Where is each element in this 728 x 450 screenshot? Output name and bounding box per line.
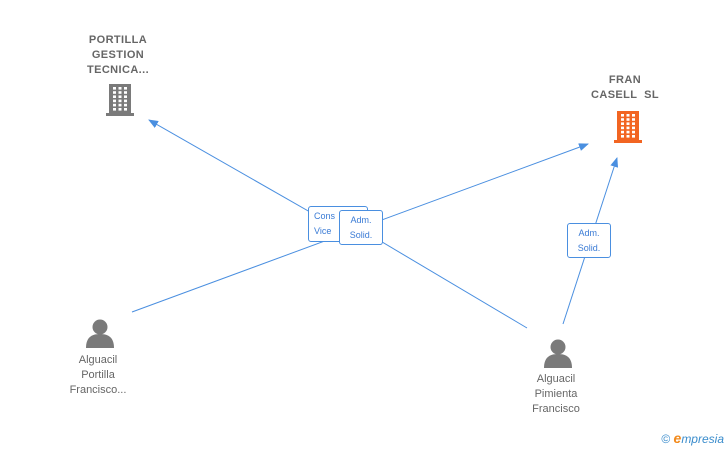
label-line: Portilla xyxy=(81,369,115,381)
building-window xyxy=(118,91,122,94)
label-line: FRAN xyxy=(608,74,642,86)
building-window xyxy=(124,95,127,98)
building-window xyxy=(113,103,116,107)
building-window xyxy=(124,87,127,90)
person-icon[interactable] xyxy=(86,319,114,349)
building-window xyxy=(118,103,122,107)
edge-label-line: Solid. xyxy=(349,230,373,240)
empresia-logo-e: e xyxy=(673,430,682,446)
edge-label-line: Adm. xyxy=(578,228,600,238)
person-label-alguacil-portilla[interactable]: Alguacil Portilla Francisco... xyxy=(48,353,148,398)
building-window xyxy=(124,108,127,111)
building-window xyxy=(626,126,630,130)
building-window xyxy=(632,130,635,134)
building-icon[interactable] xyxy=(106,84,134,116)
building-window xyxy=(626,122,630,125)
building-window xyxy=(118,87,122,90)
label-line: PORTILLA xyxy=(88,34,148,46)
building-window xyxy=(626,114,630,117)
building-window xyxy=(113,95,116,98)
building-window xyxy=(113,99,116,103)
building-window xyxy=(621,118,624,121)
building-window xyxy=(626,130,630,134)
label-line: Alguacil xyxy=(78,354,118,366)
label-line: Francisco... xyxy=(69,384,127,396)
building-window xyxy=(124,91,127,94)
edge-label-line: Adm. xyxy=(350,215,372,225)
label-line: CASELL SL xyxy=(591,89,659,101)
building-window xyxy=(118,99,122,103)
building-window xyxy=(113,91,116,94)
building-window xyxy=(621,135,624,138)
label-line: TECNICA... xyxy=(86,64,150,76)
label-line: Alguacil xyxy=(536,373,576,385)
company-label-portilla-gestion[interactable]: PORTILLA GESTION TECNICA... xyxy=(68,33,168,78)
building-window xyxy=(124,103,127,107)
label-line: GESTION xyxy=(91,49,145,61)
edge-label-line: Cons xyxy=(314,211,336,221)
building-window xyxy=(113,108,116,111)
edge-label-line: Solid. xyxy=(577,243,601,253)
edge-line-pimienta-center xyxy=(371,235,528,329)
company-label-fran-casell[interactable]: FRAN CASELL SL xyxy=(575,73,675,103)
copyright-icon: © xyxy=(661,432,671,446)
building-window xyxy=(632,135,635,138)
building-window xyxy=(118,95,122,98)
building-window xyxy=(621,122,624,125)
building-window xyxy=(626,118,630,121)
label-line: Francisco xyxy=(532,403,580,415)
building-window xyxy=(124,99,127,103)
building-window xyxy=(632,126,635,130)
building-window xyxy=(632,114,635,117)
building-window xyxy=(621,114,624,117)
empresia-footer[interactable]: © empresia xyxy=(661,430,724,446)
building-window xyxy=(626,135,630,138)
edge-line-portilla-to-portilla-gestion xyxy=(148,119,339,229)
empresia-logo-text: mpresia xyxy=(681,432,724,446)
building-window xyxy=(632,122,635,125)
building-window xyxy=(118,108,122,111)
building-window xyxy=(621,126,624,130)
building-window xyxy=(113,87,116,90)
building-window xyxy=(632,118,635,121)
building-icon[interactable] xyxy=(614,111,642,143)
person-label-alguacil-pimienta[interactable]: Alguacil Pimienta Francisco xyxy=(506,372,606,417)
label-line: Pimienta xyxy=(534,388,578,400)
edge-label-adm-solid-right[interactable]: Adm. Solid. xyxy=(567,223,611,258)
person-icon[interactable] xyxy=(544,339,572,369)
edge-label-adm-solid-center[interactable]: Adm. Solid. xyxy=(339,210,383,245)
edge-label-line: Vice xyxy=(314,226,332,236)
building-window xyxy=(621,130,624,134)
